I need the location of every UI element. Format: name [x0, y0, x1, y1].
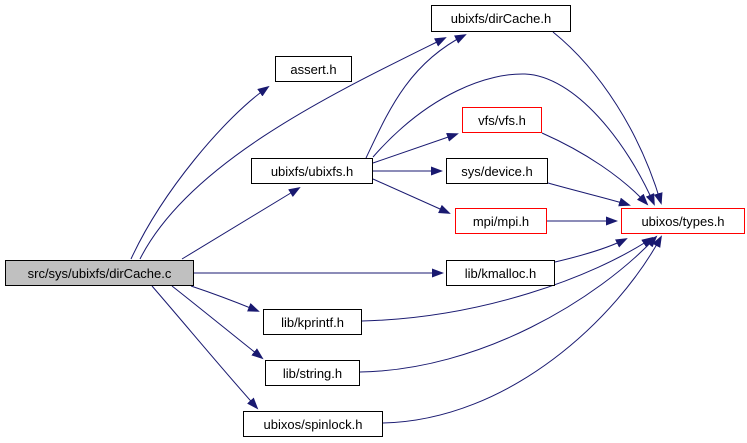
node-ubixos-types-h[interactable]: ubixos/types.h — [621, 208, 745, 234]
edge-src-sys-ubixfs-dircache-c-to-assert-h — [130, 85, 270, 260]
edge-ubixfs-ubixfs-h-to-vfs-vfs-h — [372, 133, 459, 164]
node-lib-kprintf-h[interactable]: lib/kprintf.h — [263, 309, 362, 335]
node-lib-string-h[interactable]: lib/string.h — [265, 360, 360, 386]
node-ubixfs-ubixfs-h[interactable]: ubixfs/ubixfs.h — [251, 158, 373, 184]
edge-vfs-vfs-h-to-ubixos-types-h — [541, 132, 649, 206]
edge-src-sys-ubixfs-dircache-c-to-ubixfs-ubixfs-h — [181, 186, 301, 260]
edge-src-sys-ubixfs-dircache-c-to-lib-string-h — [171, 285, 264, 360]
edge-sys-device-h-to-ubixos-types-h — [547, 182, 631, 207]
edge-ubixfs-ubixfs-h-to-mpi-mpi-h — [372, 178, 451, 214]
node-vfs-vfs-h[interactable]: vfs/vfs.h — [462, 107, 542, 133]
node-lib-kmalloc-h[interactable]: lib/kmalloc.h — [446, 260, 555, 286]
node-src-sys-ubixfs-dircache-c: src/sys/ubixfs/dirCache.c — [5, 260, 194, 286]
node-assert-h[interactable]: assert.h — [275, 56, 352, 82]
edge-ubixos-spinlock-h-to-ubixos-types-h — [382, 235, 662, 424]
edge-src-sys-ubixfs-dircache-c-to-ubixfs-dircache-h — [139, 37, 447, 260]
node-mpi-mpi-h[interactable]: mpi/mpi.h — [455, 208, 547, 234]
node-ubixos-spinlock-h[interactable]: ubixos/spinlock.h — [243, 411, 383, 437]
edge-lib-string-h-to-ubixos-types-h — [359, 235, 658, 373]
edge-ubixfs-ubixfs-h-to-ubixfs-dircache-h — [365, 34, 467, 159]
node-sys-device-h[interactable]: sys/device.h — [446, 158, 548, 184]
edge-src-sys-ubixfs-dircache-c-to-lib-kprintf-h — [190, 285, 260, 312]
edge-ubixfs-dircache-h-to-ubixos-types-h — [552, 31, 663, 205]
edge-src-sys-ubixfs-dircache-c-to-ubixos-spinlock-h — [151, 285, 259, 410]
edge-ubixfs-ubixfs-h-to-ubixos-types-h — [372, 73, 655, 206]
node-ubixfs-dircache-h[interactable]: ubixfs/dirCache.h — [431, 5, 571, 32]
edge-lib-kprintf-h-to-ubixos-types-h — [361, 236, 654, 322]
edge-lib-kmalloc-h-to-ubixos-types-h — [554, 238, 628, 263]
